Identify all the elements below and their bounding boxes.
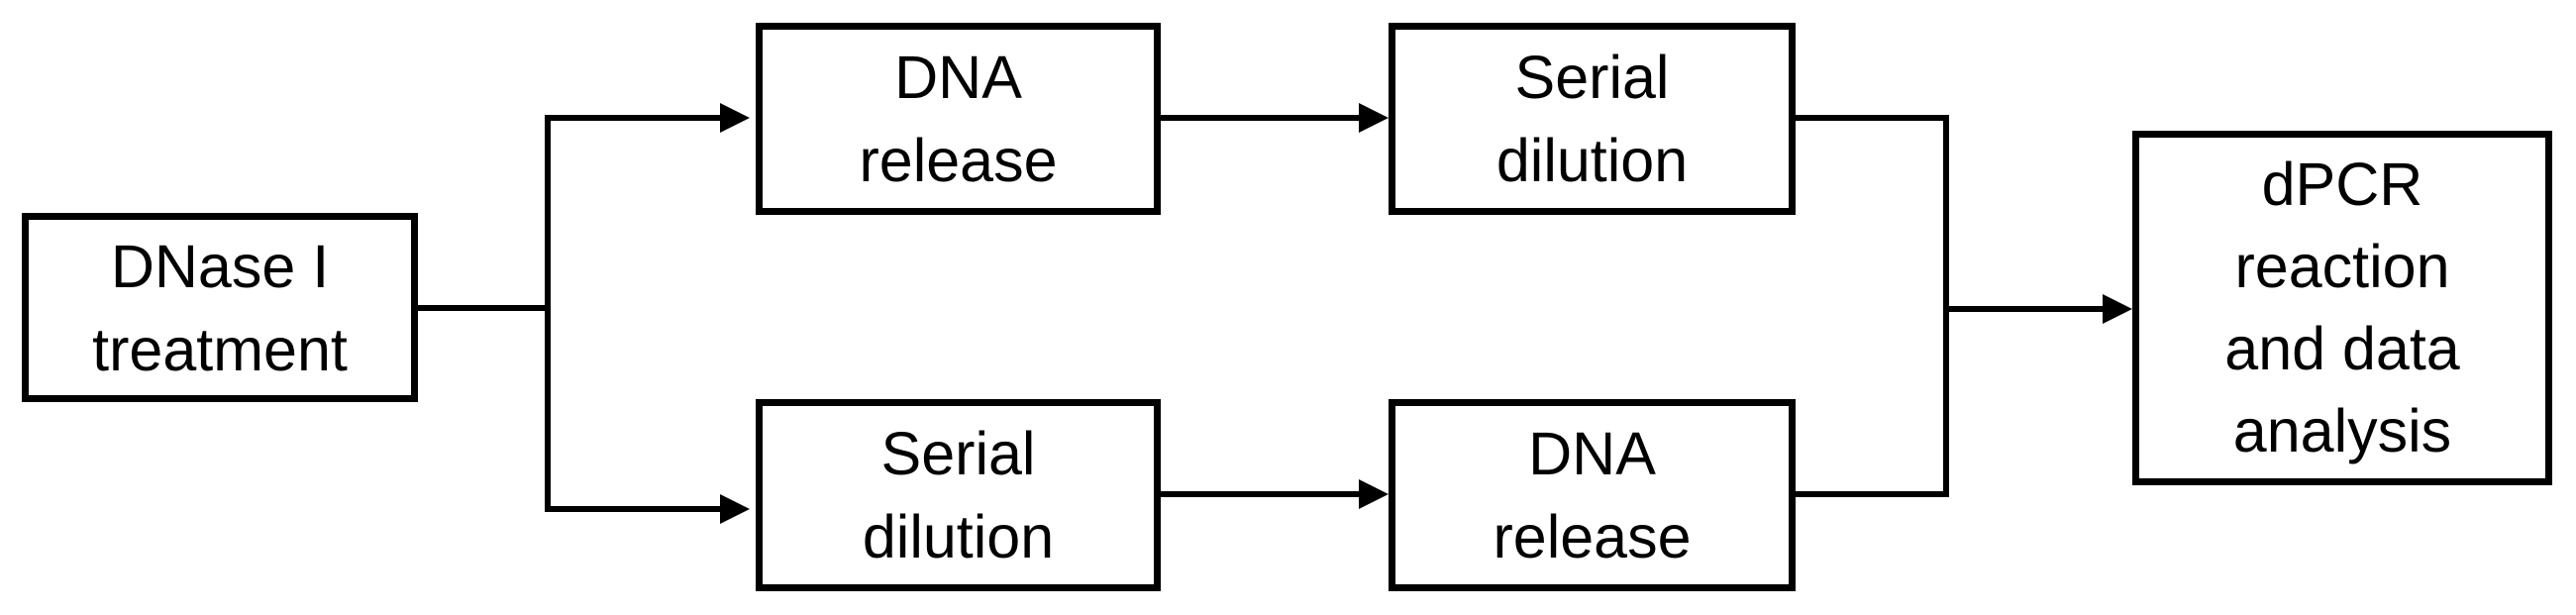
edge-merge-vertical-line: [1943, 115, 1949, 497]
node-dna-release-bottom: DNA release: [1389, 399, 1796, 591]
arrowhead-into-dpcr-icon: [2103, 294, 2132, 324]
edge-serial-dilution-to-dna-release-line: [1161, 491, 1359, 497]
arrowhead-into-dna-release-bottom-icon: [1359, 479, 1389, 509]
node-serial-dilution-top: Serial dilution: [1389, 23, 1796, 215]
edge-serial-dilution-top-to-merge-line: [1796, 115, 1949, 121]
edge-split-to-dna-release-line: [545, 115, 720, 121]
node-dnase-treatment: DNase I treatment: [22, 213, 418, 402]
edge-merge-to-dpcr-line: [1949, 306, 2103, 312]
edge-split-to-serial-dilution-line: [545, 506, 720, 512]
arrowhead-into-serial-dilution-bottom-icon: [720, 494, 750, 524]
arrowhead-into-serial-dilution-top-icon: [1359, 103, 1389, 133]
edge-split-vertical-line: [545, 115, 551, 512]
node-serial-dilution-bottom: Serial dilution: [756, 399, 1161, 591]
edge-dnase-to-split-line: [418, 305, 550, 311]
edge-dna-release-bottom-to-merge-line: [1796, 491, 1949, 497]
node-dna-release-top: DNA release: [756, 23, 1161, 215]
arrowhead-into-dna-release-top-icon: [720, 103, 750, 133]
node-dpcr-reaction: dPCR reaction and data analysis: [2132, 131, 2552, 485]
edge-dna-release-to-serial-dilution-line: [1161, 115, 1359, 121]
